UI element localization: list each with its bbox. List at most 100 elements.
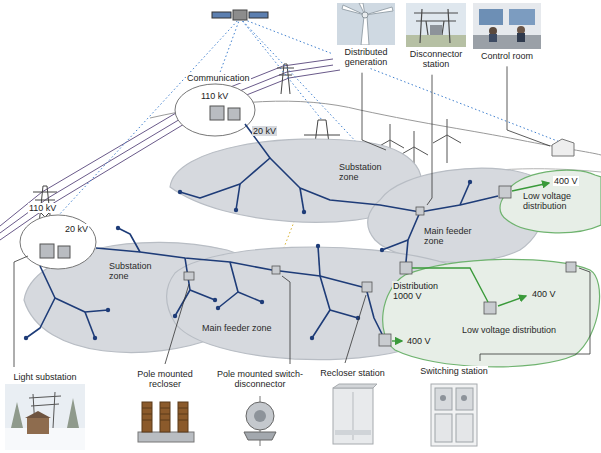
leader-lines	[14, 66, 590, 367]
network-illustration	[106, 308, 110, 312]
equipment-photo	[489, 34, 497, 42]
leader-line	[480, 268, 590, 361]
equipment-photo	[337, 3, 395, 45]
landscape-illustration	[433, 119, 461, 163]
equipment-photo	[337, 3, 395, 45]
network-illustration	[302, 210, 306, 214]
network-illustration	[210, 106, 224, 120]
network-illustration	[236, 184, 240, 210]
equipment-card: Recloser station	[320, 366, 385, 450]
leader-line	[345, 295, 366, 363]
network-illustration	[272, 266, 280, 274]
equipment-card: Disconnector station	[403, 3, 469, 72]
equipment-photo	[323, 380, 383, 450]
zone-label: Substation zone	[337, 162, 401, 183]
equipment-photo	[323, 380, 383, 450]
equipment-card: Switching station	[420, 364, 488, 450]
network-illustration	[216, 306, 220, 310]
equipment-card: Pole mounted recloser	[130, 367, 200, 450]
network-illustration	[58, 246, 70, 258]
label-anchor: 400 V	[406, 336, 432, 346]
label-anchor: Communication	[186, 73, 251, 83]
leader-line	[427, 75, 432, 205]
network-illustration	[270, 158, 498, 212]
label-anchor: 20 kV	[252, 126, 277, 136]
network-illustration	[228, 108, 240, 120]
leader-line	[362, 73, 386, 150]
network-illustration	[484, 302, 496, 314]
landscape-illustration	[233, 10, 247, 20]
landscape-illustration	[212, 12, 231, 18]
network-illustration	[234, 208, 238, 212]
network-illustration	[380, 248, 384, 252]
zone-label: Main feeder zone	[422, 226, 486, 247]
equipment-caption: Light substation	[13, 372, 76, 382]
equipment-photo	[246, 402, 274, 430]
equipment-photo	[473, 3, 541, 49]
label-anchor: 110 kV	[28, 203, 57, 213]
network-illustration	[330, 310, 358, 318]
network-illustration	[85, 312, 95, 338]
network-illustration	[498, 296, 526, 306]
network-illustration	[310, 336, 314, 340]
landscape-illustration	[240, 18, 560, 142]
network-illustration	[118, 228, 140, 252]
equipment-caption: Control room	[481, 51, 533, 61]
equipment-caption: Switching station	[420, 366, 488, 376]
network-illustration	[260, 300, 264, 304]
network-illustration	[316, 244, 320, 248]
landscape-illustration	[249, 12, 268, 18]
equipment-caption: Distributed generation	[333, 47, 399, 68]
equipment-photo	[435, 414, 452, 442]
equipment-photo	[142, 402, 152, 432]
zone-shape	[500, 170, 601, 233]
network-illustration	[190, 290, 215, 300]
voltage-label: 110 kV	[28, 203, 57, 213]
label-anchor: 400 V	[531, 289, 557, 299]
network-illustration	[40, 244, 54, 258]
equipment-photo	[25, 411, 51, 418]
landscape-illustration	[552, 139, 574, 156]
label-anchor: Distribution 1000 V	[392, 281, 448, 302]
equipment-photo	[5, 384, 85, 450]
equipment-card: Light substation	[5, 370, 85, 450]
network-illustration	[93, 336, 97, 340]
leader-line	[14, 256, 28, 367]
network-illustration	[24, 336, 28, 340]
equipment-photo	[335, 430, 371, 435]
equipment-photo	[421, 378, 487, 450]
network-illustration	[499, 186, 511, 198]
network-illustration	[218, 262, 238, 308]
label-anchor: 20 kV	[64, 224, 89, 234]
network-illustration	[400, 262, 412, 274]
equipment-photo	[333, 388, 373, 444]
zone-label: Low voltage distribution	[521, 191, 587, 212]
network-illustration	[55, 298, 108, 312]
voltage-label: 110 kV	[200, 91, 229, 101]
network-illustration	[26, 266, 55, 338]
network-illustration	[416, 207, 424, 215]
zone-shape	[383, 259, 600, 367]
equipment-photo	[421, 378, 487, 450]
equipment-card: Pole mounted switch-disconnector	[215, 367, 305, 450]
equipment-caption: Pole mounted switch-disconnector	[215, 369, 305, 390]
voltage-label: 400 V	[531, 289, 557, 299]
equipment-photo	[130, 392, 200, 450]
network-illustration	[406, 212, 420, 262]
zone-region: Low voltage distribution	[495, 165, 601, 237]
equipment-photo	[244, 432, 276, 440]
equipment-photo	[406, 35, 466, 47]
label-anchor: 400 V	[553, 176, 579, 186]
equipment-photo	[361, 16, 369, 45]
equipment-photo	[473, 3, 541, 49]
equipment-photo	[430, 25, 442, 35]
equipment-caption: Pole mounted recloser	[130, 369, 200, 390]
equipment-caption: Recloser station	[320, 368, 385, 378]
equipment-photo	[230, 392, 290, 450]
voltage-label: 400 V	[406, 336, 432, 346]
network-illustration	[512, 183, 549, 191]
equipment-photo	[142, 408, 188, 420]
leader-line	[165, 284, 189, 364]
network-illustration	[116, 226, 120, 230]
